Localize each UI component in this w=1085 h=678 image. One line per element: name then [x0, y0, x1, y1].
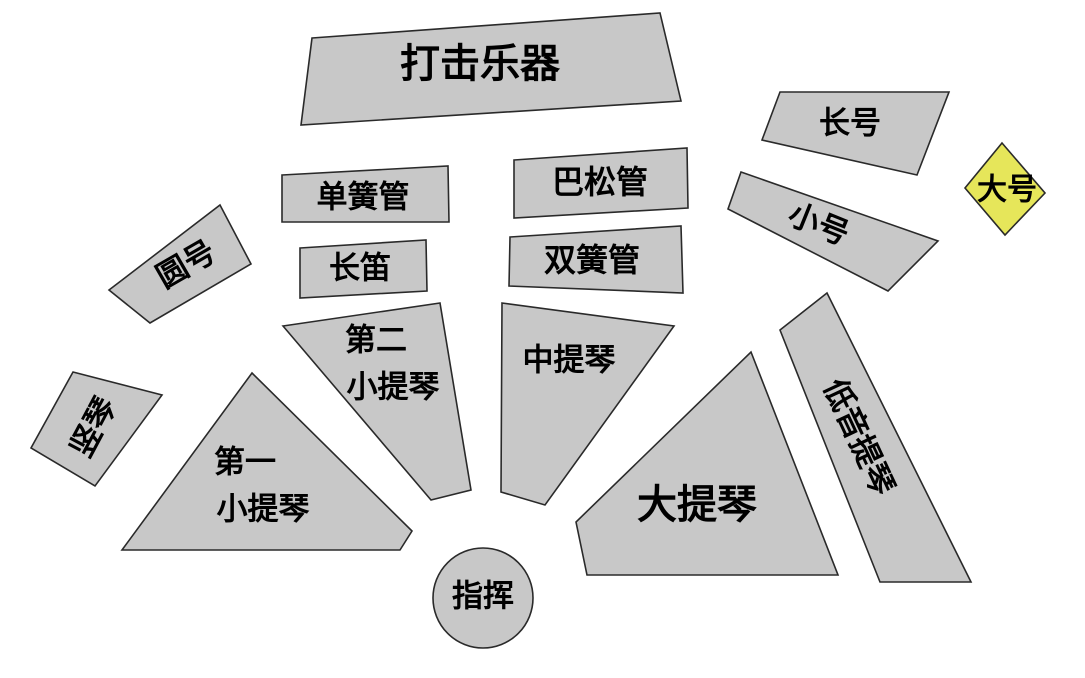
clarinet-label: 单簧管: [317, 180, 410, 216]
viola-section: 中提琴: [500, 302, 676, 506]
second-violin-label-line1: 第二: [345, 323, 407, 359]
conductor-position: 指挥: [432, 547, 534, 649]
first-violin-label-line2: 小提琴: [217, 492, 310, 528]
harp-section: 竖琴: [29, 371, 164, 488]
tuba-section: 大号: [963, 141, 1047, 237]
flute-section: 长笛: [299, 239, 428, 299]
cello-label: 大提琴: [637, 482, 757, 528]
bassoon-label: 巴松管: [552, 163, 648, 201]
cello-section: 大提琴: [575, 350, 840, 576]
second-violin-section: 第二 小提琴: [281, 302, 472, 501]
trombone-label: 长号: [819, 106, 881, 142]
horn-section: 圆号: [107, 203, 253, 324]
oboe-section: 双簧管: [508, 225, 684, 294]
flute-label: 长笛: [329, 251, 391, 287]
first-violin-label-line1: 第一: [214, 445, 276, 481]
first-violin-section: 第一 小提琴: [120, 371, 414, 551]
bassoon-section: 巴松管: [513, 147, 689, 219]
trombone-section: 长号: [760, 91, 951, 176]
conductor-label: 指挥: [452, 579, 514, 615]
percussion-label: 打击乐器: [400, 41, 561, 87]
percussion-section: 打击乐器: [300, 12, 682, 126]
trumpet-section: 小号: [727, 170, 940, 292]
tuba-label: 大号: [977, 173, 1037, 208]
clarinet-section: 单簧管: [281, 165, 450, 223]
oboe-label: 双簧管: [544, 241, 640, 279]
second-violin-label-line2: 小提琴: [347, 370, 440, 406]
viola-label: 中提琴: [523, 343, 616, 379]
